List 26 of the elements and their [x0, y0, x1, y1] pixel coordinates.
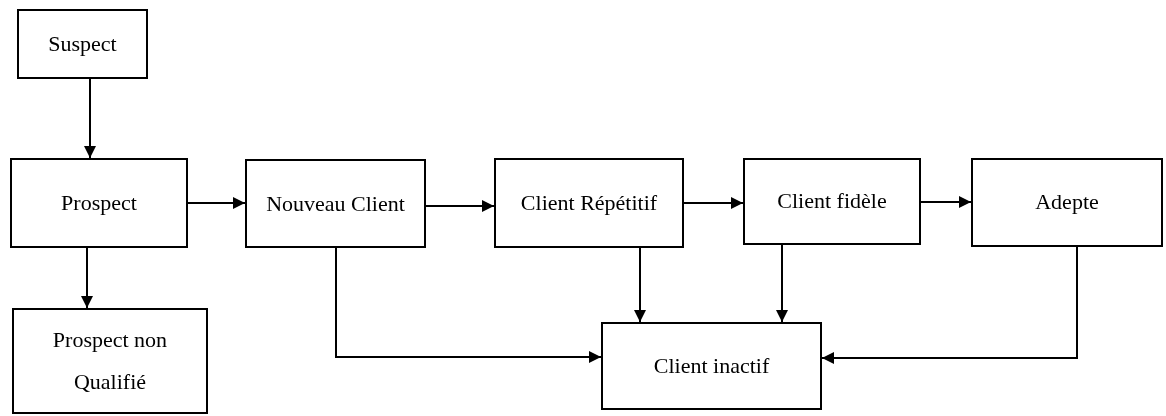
arrow — [81, 247, 93, 309]
arrow — [187, 197, 246, 209]
process-box — [971, 158, 1163, 247]
box-label: Adepte — [1035, 189, 1099, 216]
box-label: Prospect non Qualifié — [51, 326, 169, 396]
arrow — [920, 196, 972, 208]
arrow — [84, 78, 96, 159]
box-label: Client inactif — [653, 352, 770, 380]
arrow — [335, 247, 602, 363]
arrow — [776, 244, 788, 323]
box-label: Client fidèle — [777, 188, 887, 215]
process-box — [10, 158, 188, 248]
arrow — [425, 200, 495, 212]
process-box — [245, 159, 426, 248]
process-box — [17, 9, 148, 79]
process-box — [12, 308, 208, 414]
process-box — [601, 322, 822, 410]
box-label: Client Répétitif — [520, 191, 658, 215]
box-label: Suspect — [48, 30, 117, 58]
arrow — [683, 197, 744, 209]
box-label: Prospect — [61, 189, 137, 217]
box-label: Nouveau Client — [266, 191, 405, 216]
arrow — [634, 247, 646, 323]
arrow — [821, 246, 1078, 364]
process-box — [494, 158, 684, 248]
process-box — [743, 158, 921, 245]
